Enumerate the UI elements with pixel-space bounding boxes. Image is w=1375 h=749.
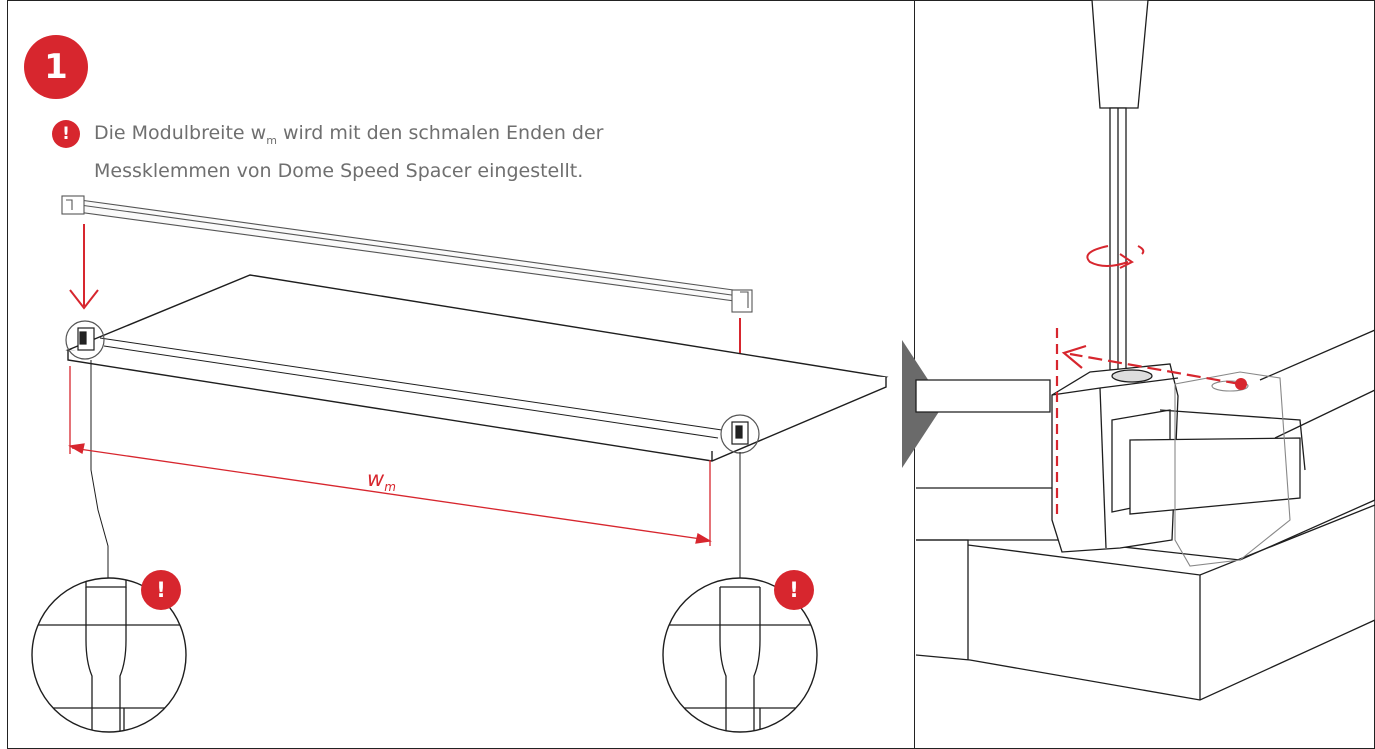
step-number-badge: 1 xyxy=(24,35,88,99)
leader-lines xyxy=(90,360,741,578)
width-subscript: m xyxy=(384,480,396,495)
zoom-detail-right xyxy=(662,577,818,733)
step-number: 1 xyxy=(44,47,68,87)
screwdriver xyxy=(1091,0,1149,371)
zoom-warning-left-icon: ! xyxy=(141,570,181,610)
measuring-clamp-bar xyxy=(61,195,753,313)
clamp-left xyxy=(65,320,105,360)
speed-spacer-clamp xyxy=(1051,363,1306,553)
warning-line1-start: Die Modulbreite w xyxy=(94,122,267,144)
zoom-left-symbol: ! xyxy=(156,578,166,602)
width-dimension xyxy=(68,366,712,546)
width-label: wm xyxy=(367,467,396,494)
zoom-right-symbol: ! xyxy=(789,578,799,602)
measure-point xyxy=(1235,378,1247,390)
pv-module xyxy=(65,274,889,462)
drop-arrow-left xyxy=(69,224,99,310)
warning-line1-end: wird mit den schmalen Enden der xyxy=(276,122,604,144)
warning-line2: Messklemmen von Dome Speed Spacer einges… xyxy=(94,159,584,182)
warning-line1-subscript: m xyxy=(266,133,277,147)
width-symbol: w xyxy=(367,467,385,491)
rotation-arrow xyxy=(1086,245,1145,269)
zoom-warning-right-icon: ! xyxy=(774,570,814,610)
module-block xyxy=(915,329,1375,701)
zoom-detail-left xyxy=(31,577,187,733)
warning-text: Die Modulbreite wm wird mit den schmalen… xyxy=(94,118,714,187)
speed-spacer-clamp-ghost xyxy=(1174,371,1291,567)
warning-symbol: ! xyxy=(62,124,70,144)
warning-icon: ! xyxy=(52,120,80,148)
spacer-dimension xyxy=(1055,328,1241,520)
